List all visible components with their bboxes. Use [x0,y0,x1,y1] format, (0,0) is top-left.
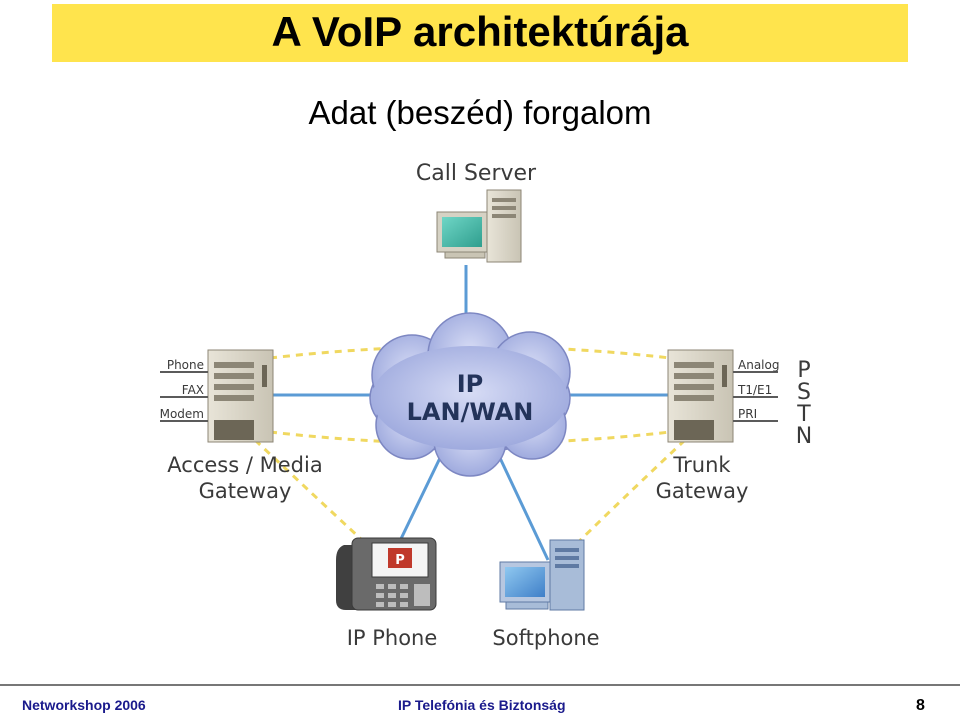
port-label-t1e1: T1/E1 [737,383,772,397]
trunk-gateway-icon [667,349,734,443]
trunk-port-labels: Analog T1/E1 PRI [737,358,779,421]
trunk-port-lines [733,371,778,422]
cloud-label-lanwan: LAN/WAN [407,398,534,426]
access-port-lines [160,371,208,422]
footer-divider [0,684,960,686]
page-number: 8 [916,697,925,714]
pstn-letter-p: P [797,358,810,383]
pstn-letter-t: T [796,402,811,427]
softphone-icon [499,539,585,611]
pstn-label: P S T N [796,358,812,449]
slide-subtitle: Adat (beszéd) forgalom [308,94,652,131]
port-label-fax: FAX [182,383,204,397]
pstn-letter-n: N [796,424,812,449]
voip-architecture-diagram: Call Server IP LAN/WAN Phone FAX Modem [160,161,813,650]
access-port-labels: Phone FAX Modem [160,358,204,421]
port-label-analog: Analog [738,358,779,372]
ip-phone-icon: P [336,537,437,611]
pstn-letter-s: S [797,380,811,405]
slide-title: A VoIP architektúrája [271,8,689,55]
call-server-icon [436,189,522,263]
trunk-gateway-label-2: Gateway [656,479,749,503]
footer-topic: IP Telefónia és Biztonság [398,697,566,713]
port-label-modem: Modem [160,407,204,421]
title-bar: A VoIP architektúrája [52,4,908,62]
trunk-gateway-label-1: Trunk [672,453,731,477]
call-server-label: Call Server [416,161,537,186]
ip-phone-label: IP Phone [347,626,438,650]
cloud-label-ip: IP [457,370,484,398]
access-gateway-label-2: Gateway [199,479,292,503]
access-gateway-icon [207,349,274,443]
port-label-phone: Phone [167,358,204,372]
access-gateway-label-1: Access / Media [167,453,322,477]
footer-event: Networkshop 2006 [22,697,146,713]
ip-cloud-icon [369,312,571,477]
port-label-pri: PRI [738,407,757,421]
ip-phone-logo: P [395,553,405,568]
softphone-label: Softphone [492,626,599,650]
